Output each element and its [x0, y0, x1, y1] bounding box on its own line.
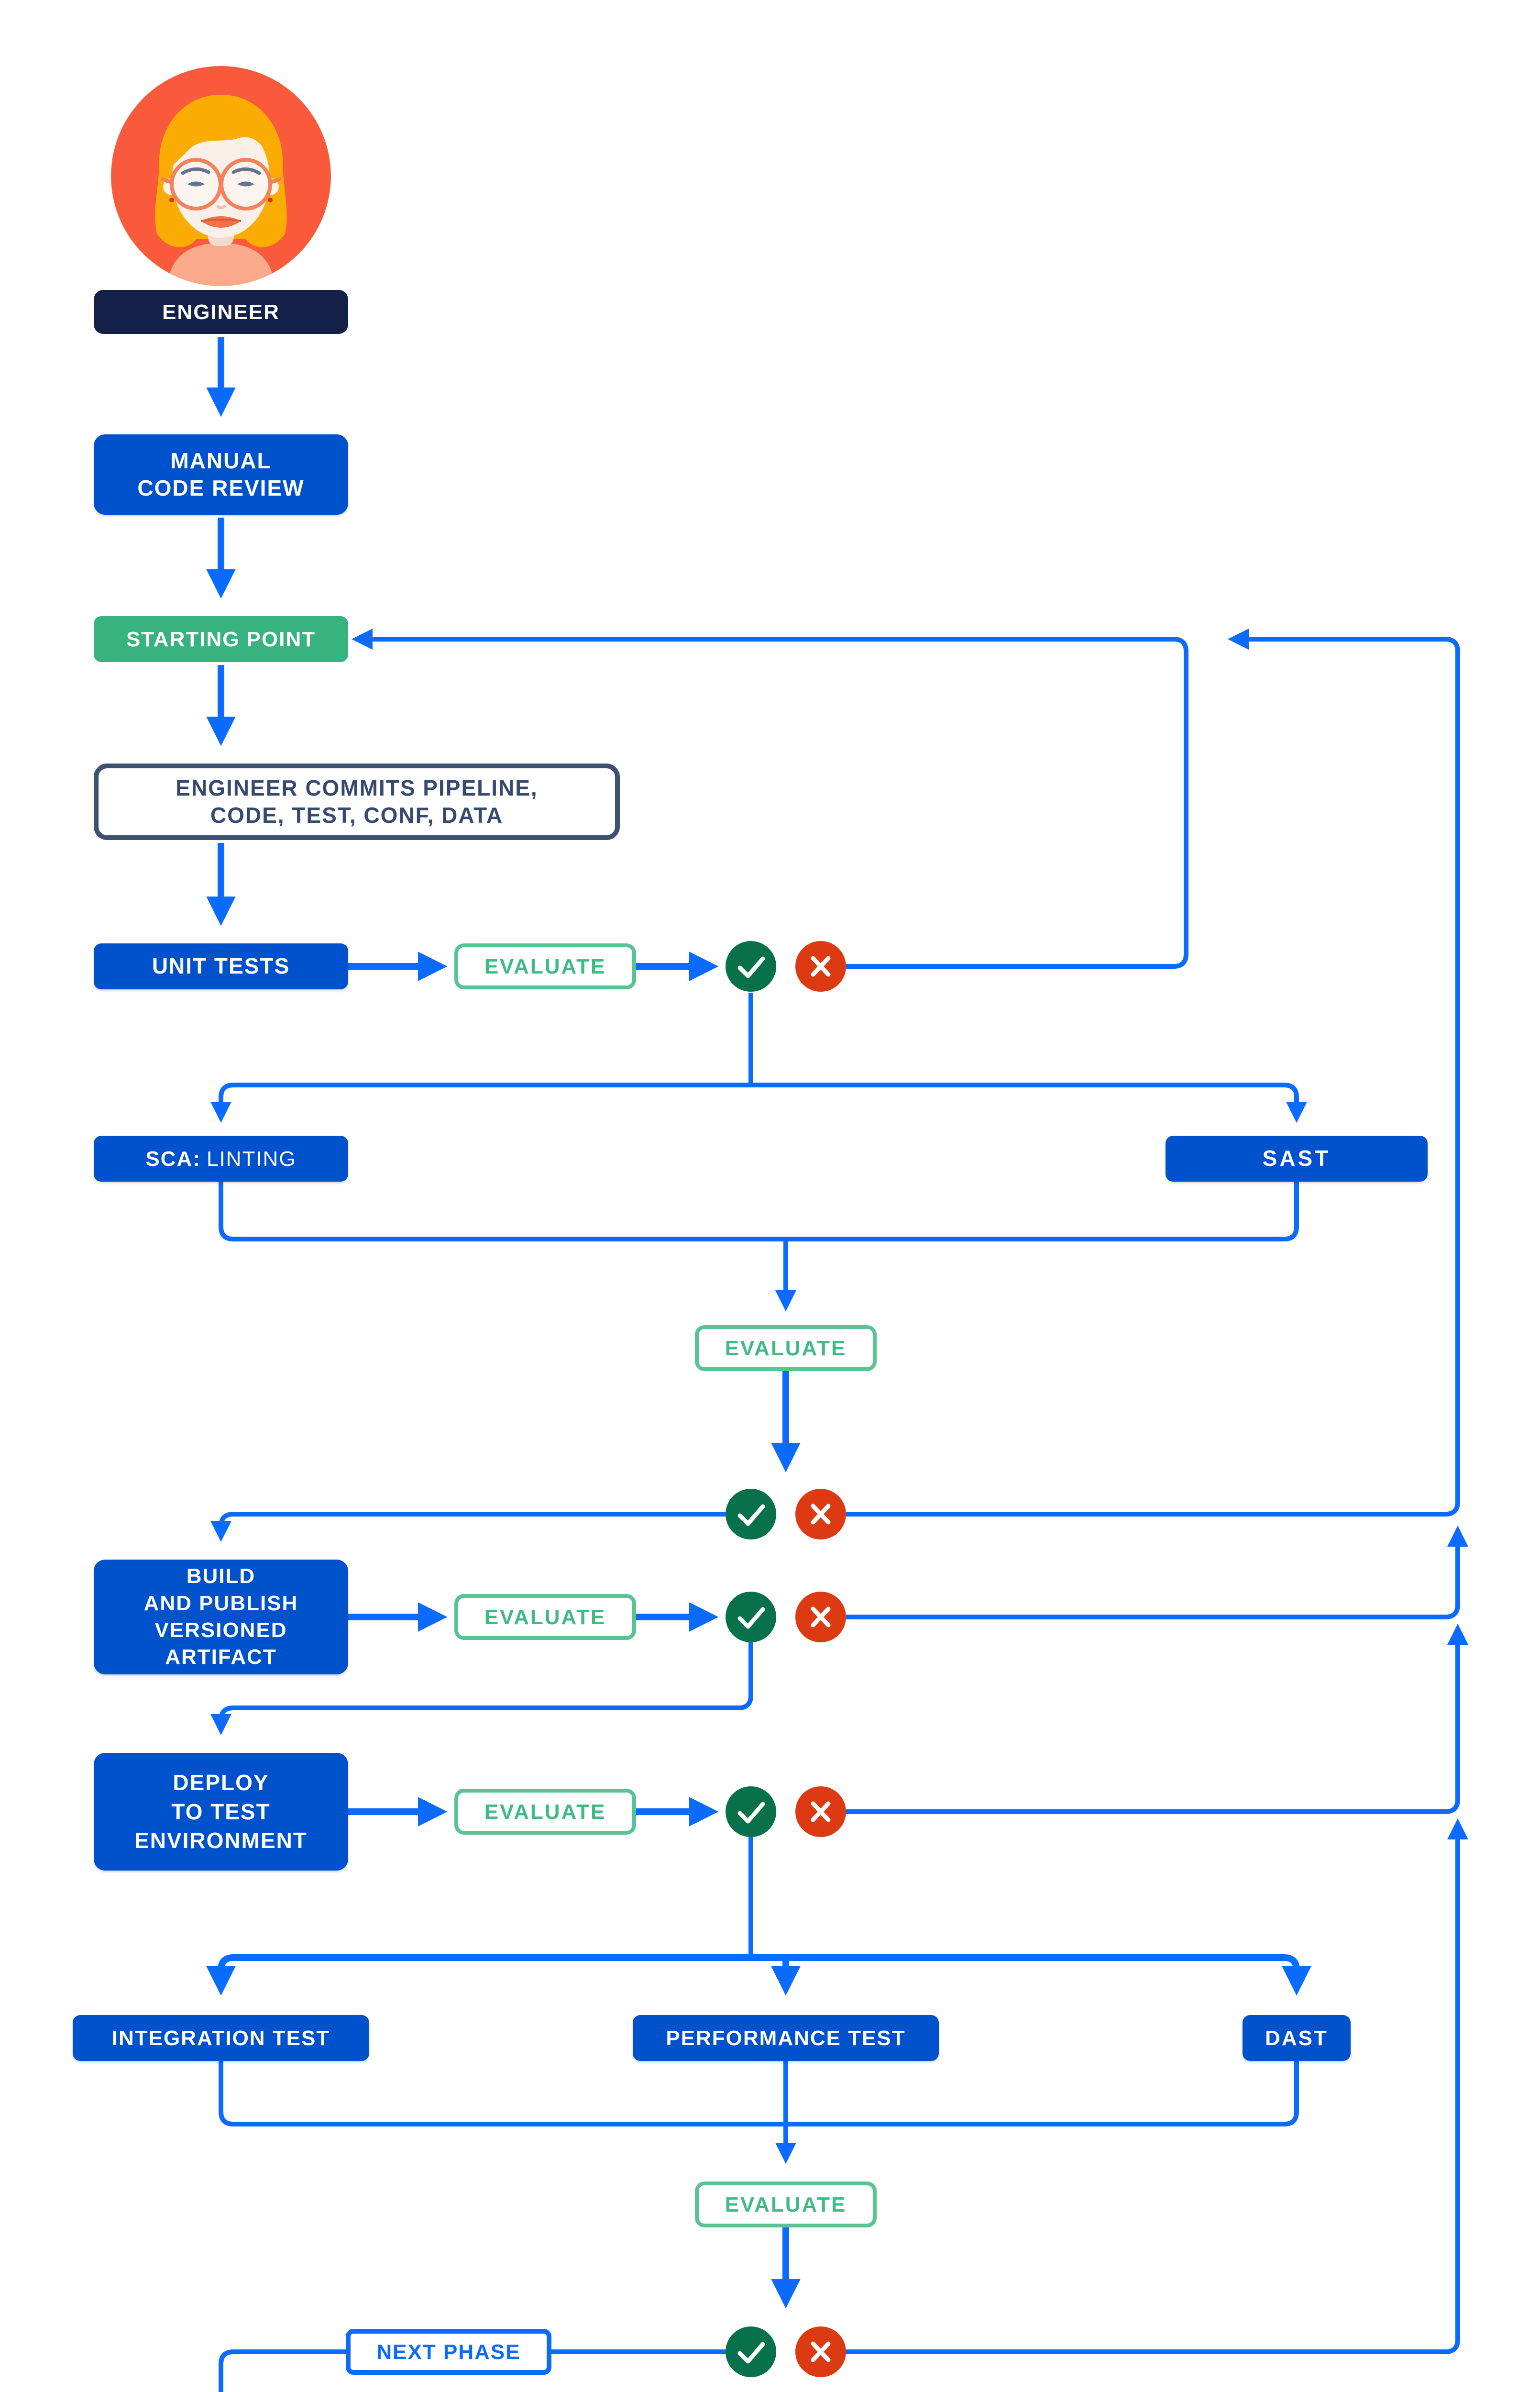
- engineer-label: ENGINEER: [94, 290, 348, 334]
- sast-box: SAST: [1166, 1136, 1428, 1182]
- evaluate-box-3: EVALUATE: [454, 1594, 636, 1640]
- performance-test-box: PERFORMANCE TEST: [633, 2015, 939, 2061]
- eyes: [187, 181, 254, 187]
- evaluate-box-4: EVALUATE: [454, 1789, 636, 1835]
- eyebrows: [181, 167, 261, 175]
- x-circle-icon: [795, 1786, 846, 1837]
- evaluate-box-2: EVALUATE: [695, 1325, 877, 1371]
- check-circle-icon: [726, 1489, 776, 1539]
- unit-tests-box: UNIT TESTS: [94, 943, 348, 989]
- check-circle-icon: [726, 941, 776, 992]
- check-circle-icon: [726, 1592, 776, 1642]
- connector-line: [219, 2349, 346, 2392]
- shirt: [167, 243, 275, 286]
- next-phase-box: NEXT PHASE: [346, 2329, 551, 2375]
- connector-line: [219, 2061, 1299, 2126]
- build-publish-artifact-box: BUILD AND PUBLISH VERSIONED ARTIFACT: [94, 1560, 348, 1674]
- connector-line: [210, 1642, 753, 1736]
- left-earring: [169, 198, 174, 202]
- evaluate-box-5: EVALUATE: [695, 2182, 877, 2227]
- sca-linting-box: SCA: LINTING: [94, 1136, 348, 1182]
- connector-line: [751, 1083, 1308, 1123]
- check-circle-icon: [726, 2326, 776, 2377]
- deploy-test-environment-box: DEPLOY TO TEST ENVIRONMENT: [94, 1753, 348, 1871]
- connector-line: [846, 1525, 1469, 1619]
- x-circle-icon: [795, 1592, 846, 1642]
- glasses-icon: [160, 158, 282, 210]
- hair-front: [172, 106, 271, 166]
- connector-line: [210, 1512, 726, 1542]
- connector-line: [206, 1954, 751, 1996]
- evaluate-box-1: EVALUATE: [454, 943, 636, 989]
- connector-line: [219, 1182, 1299, 1241]
- nose: [217, 205, 226, 210]
- starting-point-box: STARTING POINT: [94, 616, 348, 662]
- connector-line: [846, 628, 1460, 1517]
- x-circle-icon: [795, 941, 846, 992]
- integration-test-box: INTEGRATION TEST: [73, 2015, 369, 2061]
- engineer-avatar: [111, 66, 331, 286]
- lip-line: [200, 219, 242, 222]
- check-circle-icon: [726, 1786, 776, 1837]
- connector-line: [351, 628, 1188, 969]
- manual-code-review-box: MANUAL CODE REVIEW: [94, 434, 348, 515]
- engineer-commits-box: ENGINEER COMMITS PIPELINE, CODE, TEST, C…: [94, 764, 620, 840]
- x-circle-icon: [795, 2326, 846, 2377]
- right-earring: [268, 198, 273, 202]
- connector-line: [751, 1954, 1311, 1996]
- connector-line: [210, 1083, 751, 1123]
- dast-box: DAST: [1243, 2015, 1351, 2061]
- x-circle-icon: [795, 1489, 846, 1539]
- connector-line: [846, 1623, 1469, 1814]
- connector-line: [846, 1818, 1469, 2354]
